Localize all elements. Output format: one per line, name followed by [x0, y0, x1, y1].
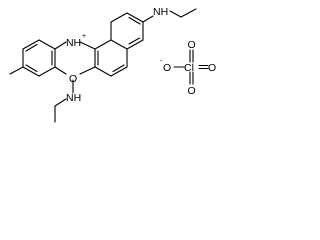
ring-top-right — [110, 12, 144, 50]
bottom-ethyl-bond-1 — [54, 98, 67, 107]
structure-figure: N H + O NH NH O - Cl O O O — [0, 0, 224, 128]
perchlorate-o-right-label: O — [208, 62, 216, 74]
top-ethyl-bond-2 — [180, 8, 197, 18]
ring-nitrogen-label: N — [66, 37, 74, 49]
top-amine-label: NH — [153, 6, 168, 18]
perchlorate-o-top-label: O — [188, 39, 196, 51]
ring-oxygen-label: O — [69, 73, 77, 85]
ring-nitrogen-charge: + — [82, 33, 86, 40]
perchlorate-o-bottom-label: O — [188, 85, 196, 97]
cation-skeleton — [9, 8, 197, 123]
perchlorate-anion: O - Cl O O O — [160, 39, 216, 97]
ring-central — [51, 41, 96, 75]
ring-middle — [94, 39, 128, 77]
top-amine-bond — [142, 15, 154, 23]
bottom-amine-label: NH — [66, 92, 81, 104]
top-ethyl-bond-1 — [169, 10, 182, 18]
methyl-bond — [9, 66, 24, 75]
perchlorate-o-left-label: O — [163, 62, 171, 74]
cation-labels: N H + O NH NH — [66, 6, 168, 104]
perchlorate-charge: - — [160, 58, 163, 65]
perchlorate-cl-label: Cl — [184, 62, 194, 74]
ring-left — [22, 39, 56, 77]
ring-nitrogen-hydrogen-label: H — [74, 37, 82, 49]
